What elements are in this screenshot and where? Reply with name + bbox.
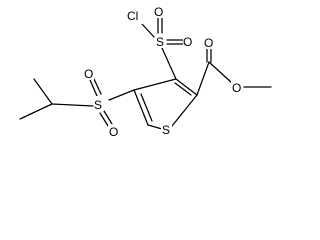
bond-c2-c3 bbox=[175, 78, 198, 96]
bond-carbonyl-o-ester bbox=[208, 61, 233, 84]
bond-lines bbox=[19, 16, 272, 130]
chemical-structure-diagram: Cl S O O S O O S O O bbox=[19, 4, 272, 139]
bond-isopropyl-methyl-bottom bbox=[19, 103, 53, 120]
chlorosulfonyl-sulfur-label: S bbox=[156, 35, 164, 49]
bond-c2-c3-inner bbox=[174, 82, 192, 96]
s-isopropylsulfonyl-mask bbox=[94, 96, 104, 111]
o-isopropylsulfonyl-bottom-mask bbox=[108, 124, 119, 138]
bond-s-o-upper-b bbox=[89, 79, 98, 97]
chlorosulfonyl-oxygen-right-label: O bbox=[183, 35, 192, 49]
isopropylsulfonyl-oxygen-bottom-label: O bbox=[109, 125, 118, 139]
o-chlorosulfonyl-right-mask bbox=[183, 34, 194, 48]
o-carbonyl-mask bbox=[203, 35, 215, 49]
s-chlorosulfonyl-mask bbox=[155, 34, 165, 48]
bond-s-isopropyl-ch bbox=[51, 103, 94, 107]
bond-c3-s-chlorosulfonyl bbox=[161, 47, 177, 80]
cl-mask bbox=[126, 8, 146, 24]
bond-c4-c5-inner bbox=[140, 93, 153, 122]
bond-c5-s1 bbox=[147, 124, 163, 130]
bond-s1-c2 bbox=[171, 94, 198, 127]
o-isopropylsulfonyl-top-mask bbox=[83, 66, 94, 80]
isopropylsulfonyl-sulfur-label: S bbox=[94, 98, 102, 112]
bond-s-o-upper-a bbox=[93, 78, 102, 95]
bond-isopropyl-methyl-top bbox=[33, 78, 53, 105]
bond-c4-c5 bbox=[133, 89, 149, 126]
thiophene-sulfur-label: S bbox=[162, 123, 170, 137]
o-ester-mask bbox=[231, 80, 243, 94]
isopropylsulfonyl-oxygen-top-label: O bbox=[84, 67, 93, 81]
ester-oxygen-label: O bbox=[232, 81, 241, 95]
bond-s-o-lower-b bbox=[99, 112, 109, 127]
atom-labels: Cl S O O S O O S O O bbox=[83, 4, 243, 139]
bond-c3-c4 bbox=[133, 78, 177, 91]
bond-c2-carbonyl-carbon bbox=[196, 61, 210, 96]
bond-c4-s-isopropylsulfonyl bbox=[108, 89, 135, 101]
o-chlorosulfonyl-top-mask bbox=[154, 4, 165, 18]
carbonyl-oxygen-label: O bbox=[204, 36, 213, 50]
bond-s-o-lower-a bbox=[103, 110, 113, 125]
s-thiophene-mask bbox=[161, 121, 172, 136]
chlorine-label: Cl bbox=[127, 9, 138, 23]
chlorosulfonyl-oxygen-top-label: O bbox=[154, 5, 163, 19]
bond-s-cl bbox=[141, 23, 155, 38]
